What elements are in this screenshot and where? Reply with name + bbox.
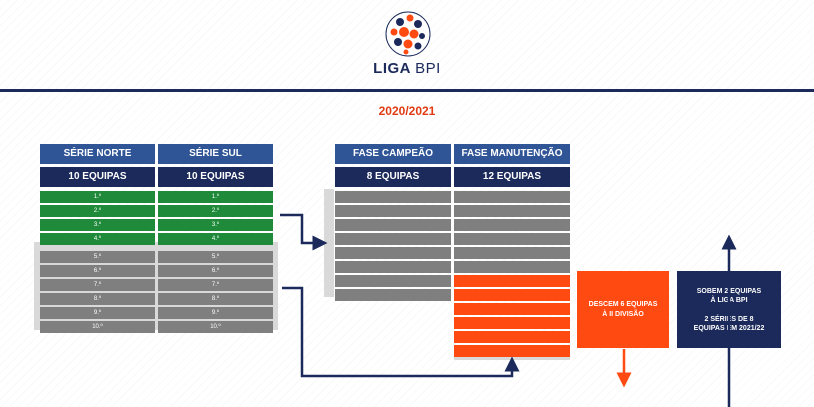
serie-sul-column: SÉRIE SUL 10 EQUIPAS 1.º 2.º 3.º 4.º 5.º… — [158, 144, 273, 335]
manutencao-row-relegation — [454, 345, 570, 357]
serie-sul-count: 10 EQUIPAS — [158, 167, 273, 187]
fase-campeao-header: FASE CAMPEÃO — [335, 144, 451, 164]
sul-row-3: 3.º — [158, 219, 273, 231]
sul-row-10: 10.º — [158, 321, 273, 333]
norte-row-2: 2.º — [40, 205, 155, 217]
serie-norte-column: SÉRIE NORTE 10 EQUIPAS 1.º 2.º 3.º 4.º 5… — [40, 144, 155, 335]
sul-row-2: 2.º — [158, 205, 273, 217]
manutencao-row-relegation — [454, 289, 570, 301]
descem-text: DESCEM 6 EQUIPAS À II DIVISÃO — [588, 300, 658, 318]
serie-norte-count: 10 EQUIPAS — [40, 167, 155, 187]
campeao-row — [335, 275, 451, 287]
norte-row-3: 3.º — [40, 219, 155, 231]
to-manutencao-arrow — [282, 286, 520, 378]
manutencao-row — [454, 233, 570, 245]
norte-row-8: 8.º — [40, 293, 155, 305]
campeao-row — [335, 289, 451, 301]
norte-row-6: 6.º — [40, 265, 155, 277]
fase-campeao-column: FASE CAMPEÃO 8 EQUIPAS — [335, 144, 451, 303]
manutencao-row — [454, 205, 570, 217]
fase-manutencao-column: FASE MANUTENÇÃO 12 EQUIPAS — [454, 144, 570, 359]
sul-row-4: 4.º — [158, 233, 273, 245]
sul-row-7: 7.º — [158, 279, 273, 291]
serie-sul-header: SÉRIE SUL — [158, 144, 273, 164]
descem-box: DESCEM 6 EQUIPAS À II DIVISÃO — [577, 271, 669, 348]
sul-row-5: 5.º — [158, 251, 273, 263]
norte-row-5: 5.º — [40, 251, 155, 263]
fase-manutencao-count: 12 EQUIPAS — [454, 167, 570, 187]
manutencao-row — [454, 247, 570, 259]
logo-wordmark: LIGA BPI — [360, 60, 454, 77]
to-campeao-arrow — [280, 213, 328, 251]
norte-row-9: 9.º — [40, 307, 155, 319]
sul-row-8: 8.º — [158, 293, 273, 305]
campeao-row — [335, 247, 451, 259]
serie-norte-header: SÉRIE NORTE — [40, 144, 155, 164]
liga-bpi-logo — [380, 8, 436, 76]
manutencao-row — [454, 261, 570, 273]
campeao-row — [335, 191, 451, 203]
manutencao-row-relegation — [454, 317, 570, 329]
campeao-shadow — [324, 189, 334, 297]
sul-row-9: 9.º — [158, 307, 273, 319]
manutencao-row-relegation — [454, 331, 570, 343]
campeao-row — [335, 233, 451, 245]
norte-row-7: 7.º — [40, 279, 155, 291]
norte-row-1: 1.º — [40, 191, 155, 203]
norte-row-10: 10.º — [40, 321, 155, 333]
manutencao-row-relegation — [454, 275, 570, 287]
sul-row-6: 6.º — [158, 265, 273, 277]
season-title: 2020/2021 — [378, 104, 436, 118]
fase-campeao-count: 8 EQUIPAS — [335, 167, 451, 187]
manutencao-row — [454, 191, 570, 203]
campeao-row — [335, 205, 451, 217]
manutencao-row-relegation — [454, 303, 570, 315]
campeao-row — [335, 219, 451, 231]
logo-brand-thin: BPI — [415, 60, 441, 77]
logo-brand-bold: LIGA — [373, 60, 411, 77]
manutencao-row — [454, 219, 570, 231]
header-divider — [0, 89, 814, 92]
sul-row-1: 1.º — [158, 191, 273, 203]
norte-row-4: 4.º — [40, 233, 155, 245]
campeao-row — [335, 261, 451, 273]
fase-manutencao-header: FASE MANUTENÇÃO — [454, 144, 570, 164]
